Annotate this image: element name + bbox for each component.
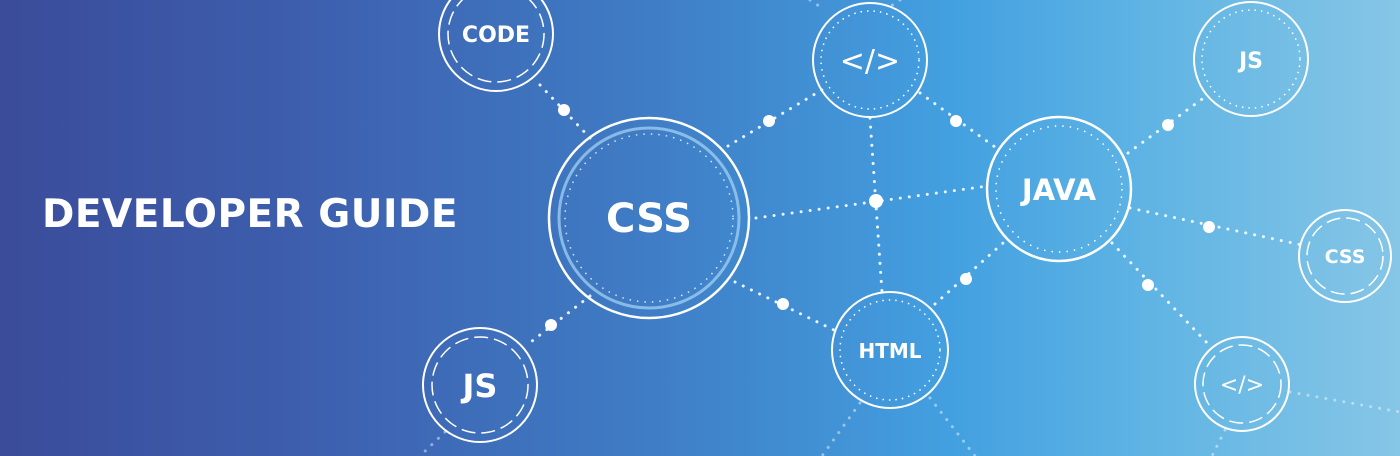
connector-dot xyxy=(869,194,883,208)
connector-line xyxy=(933,241,1005,306)
html-node: HTML xyxy=(831,291,949,409)
connector-dot xyxy=(1162,119,1174,131)
connector-line xyxy=(928,396,977,456)
java-node: JAVA xyxy=(985,115,1133,263)
connector-dot xyxy=(558,104,570,116)
connector-dot xyxy=(950,115,962,127)
connector-line xyxy=(1128,206,1304,247)
connector-line xyxy=(808,0,827,12)
code-node: CODE xyxy=(438,0,554,92)
js-node-top-label: JS xyxy=(1237,49,1263,74)
css-main-node: CSS xyxy=(547,116,751,320)
connector-dot xyxy=(1203,221,1215,233)
page-title: DEVELOPER GUIDE xyxy=(42,192,458,237)
java-node-label: JAVA xyxy=(1020,173,1097,207)
connector-line xyxy=(1110,241,1212,348)
connector-dot xyxy=(777,298,789,310)
css-small-node-label: CSS xyxy=(1325,246,1366,268)
connector-line xyxy=(733,280,840,334)
connector-dot xyxy=(960,273,972,285)
code-node-label: CODE xyxy=(462,23,530,48)
js-node-bottom-label: JS xyxy=(461,367,498,405)
connector-line xyxy=(820,401,862,456)
connector-line xyxy=(726,86,827,148)
js-node-bottom: JS xyxy=(422,327,538,443)
connector-line xyxy=(868,116,884,294)
css-main-node-label: CSS xyxy=(606,196,692,242)
code-tag-node-bottom-label: </> xyxy=(1220,373,1264,398)
connector-line xyxy=(525,294,592,347)
code-tag-node-bottom: </> xyxy=(1194,336,1290,432)
connector-dot xyxy=(1142,279,1154,291)
connector-line xyxy=(1210,428,1227,456)
css-small-node: CSS xyxy=(1298,209,1392,303)
html-node-label: HTML xyxy=(858,339,921,363)
connector-line xyxy=(418,430,447,456)
code-tag-node-top: </> xyxy=(812,2,928,118)
code-tag-node-top-label: </> xyxy=(840,44,900,79)
connector-dot xyxy=(545,319,557,331)
connector-line xyxy=(1288,390,1400,414)
connector-dot xyxy=(763,115,775,127)
js-node-top: JS xyxy=(1193,1,1309,117)
